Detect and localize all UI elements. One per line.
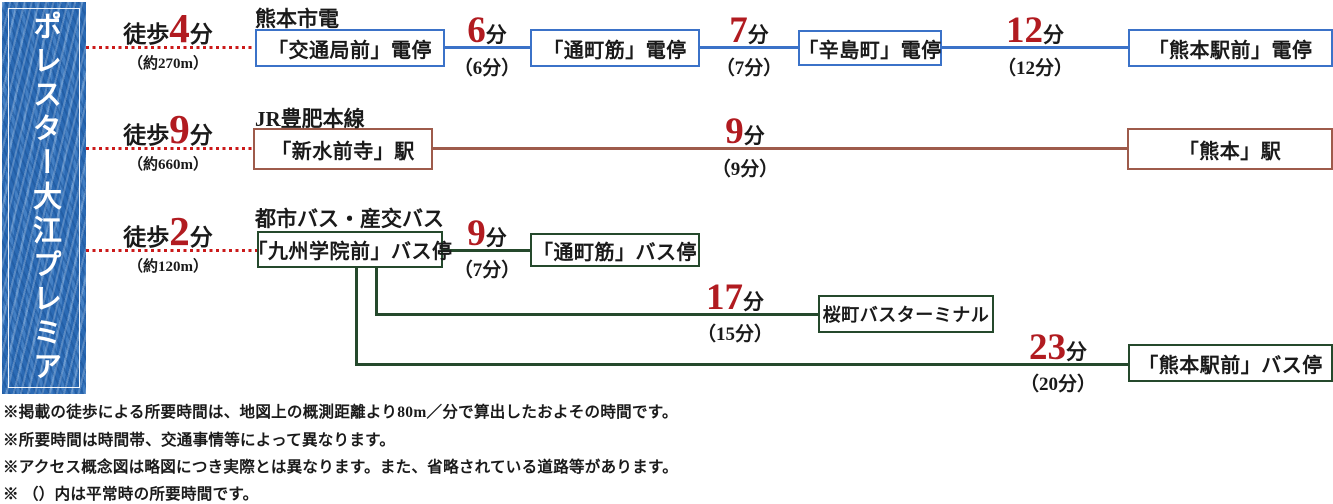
segment-normal-time: （12分） <box>996 58 1074 79</box>
segment-minutes: 7 <box>729 10 748 51</box>
walk-dotted-line-bus <box>86 249 257 252</box>
segment-unit: 分 <box>743 124 765 148</box>
segment-minutes: 23 <box>1029 327 1066 368</box>
segment-normal-time: （9分） <box>711 159 779 180</box>
line-name-bus: 都市バス・産交バス <box>255 207 444 231</box>
segment-time: 7分 <box>729 12 769 49</box>
walk-distance-bus: （約120m） <box>128 259 208 275</box>
bus-route-line-1 <box>440 249 540 252</box>
walk-dotted-line-tram <box>86 46 255 49</box>
segment-unit: 分 <box>1066 340 1087 364</box>
stop-karashimacho: 「辛島町」電停 <box>798 30 942 66</box>
walk-prefix: 徒歩 <box>123 123 170 148</box>
stop-kumamotoekimae-tram: 「熊本駅前」電停 <box>1128 29 1333 67</box>
footnote-4: ※ （）内は平常時の所要時間です。 <box>3 486 259 503</box>
walk-prefix: 徒歩 <box>123 225 170 250</box>
segment-normal-time: （15分） <box>696 324 774 345</box>
bus-branch-vline-sakuramachi <box>375 267 378 316</box>
segment-normal-time: （20分） <box>1019 374 1097 395</box>
segment-minutes: 9 <box>467 213 486 254</box>
walk-minutes: 2 <box>169 208 190 254</box>
walk-minutes: 9 <box>169 106 190 152</box>
walk-unit: 分 <box>189 225 213 250</box>
walk-prefix: 徒歩 <box>123 22 170 47</box>
segment-unit: 分 <box>743 290 764 314</box>
busstop-sakuramachi-terminal: 桜町バスターミナル <box>818 295 994 333</box>
segment-time: 9分 <box>467 215 507 252</box>
jr-route-line <box>350 147 1200 150</box>
busstop-torichosuji: 「通町筋」バス停 <box>530 233 700 267</box>
segment-time: 12分 <box>1006 12 1064 49</box>
busstop-kyushugakuinmae: 「九州学院前」バス停 <box>248 231 452 268</box>
tram-route-line <box>350 46 1230 49</box>
property-banner: ポレスター大江プレミア <box>2 2 86 394</box>
segment-minutes: 12 <box>1006 10 1043 51</box>
bus-branch-vline-kumamotoekimae <box>355 267 358 366</box>
segment-unit: 分 <box>1043 23 1064 47</box>
segment-minutes: 6 <box>467 10 486 51</box>
walk-unit: 分 <box>189 123 213 148</box>
segment-normal-time: （7分） <box>453 260 521 281</box>
property-name: ポレスター大江プレミア <box>28 11 61 385</box>
walk-time-jr: 徒歩9分 <box>123 109 213 150</box>
segment-time: 6分 <box>467 12 507 49</box>
walk-unit: 分 <box>189 22 213 47</box>
segment-unit: 分 <box>485 226 507 250</box>
segment-minutes: 17 <box>706 277 743 318</box>
segment-normal-time: （6分） <box>453 58 521 79</box>
station-shinsuizenji: 「新水前寺」駅 <box>253 128 433 170</box>
segment-time: 23分 <box>1029 329 1087 366</box>
footnote-3: ※アクセス概念図は略図につき実際とは異なります。また、省略されている道路等があり… <box>3 459 679 476</box>
bus-route-line-2 <box>375 313 820 316</box>
footnote-1: ※掲載の徒歩による所要時間は、地図上の概測距離より80m／分で算出したおよその時… <box>3 404 678 421</box>
walk-time-bus: 徒歩2分 <box>123 211 213 252</box>
segment-unit: 分 <box>485 23 507 47</box>
segment-unit: 分 <box>747 23 769 47</box>
line-name-jr: JR豊肥本線 <box>255 107 365 131</box>
bus-route-line-3 <box>355 363 1130 366</box>
walk-minutes: 4 <box>169 5 190 51</box>
segment-time: 9分 <box>725 113 765 150</box>
line-name-tram: 熊本市電 <box>255 7 339 31</box>
busstop-kumamotoekimae: 「熊本駅前」バス停 <box>1128 344 1333 382</box>
walk-distance-tram: （約270m） <box>128 56 208 72</box>
station-kumamoto: 「熊本」駅 <box>1127 128 1333 170</box>
segment-minutes: 9 <box>725 111 744 152</box>
stop-torichosuji-tram: 「通町筋」電停 <box>530 29 700 67</box>
segment-normal-time: （7分） <box>715 58 783 79</box>
walk-time-tram: 徒歩4分 <box>123 8 213 49</box>
stop-kotsukyokumae: 「交通局前」電停 <box>255 29 445 67</box>
walk-distance-jr: （約660m） <box>128 157 208 173</box>
footnote-2: ※所要時間は時間帯、交通事情等によって異なります。 <box>3 432 396 449</box>
segment-time: 17分 <box>706 279 764 316</box>
walk-dotted-line-jr <box>86 147 253 150</box>
